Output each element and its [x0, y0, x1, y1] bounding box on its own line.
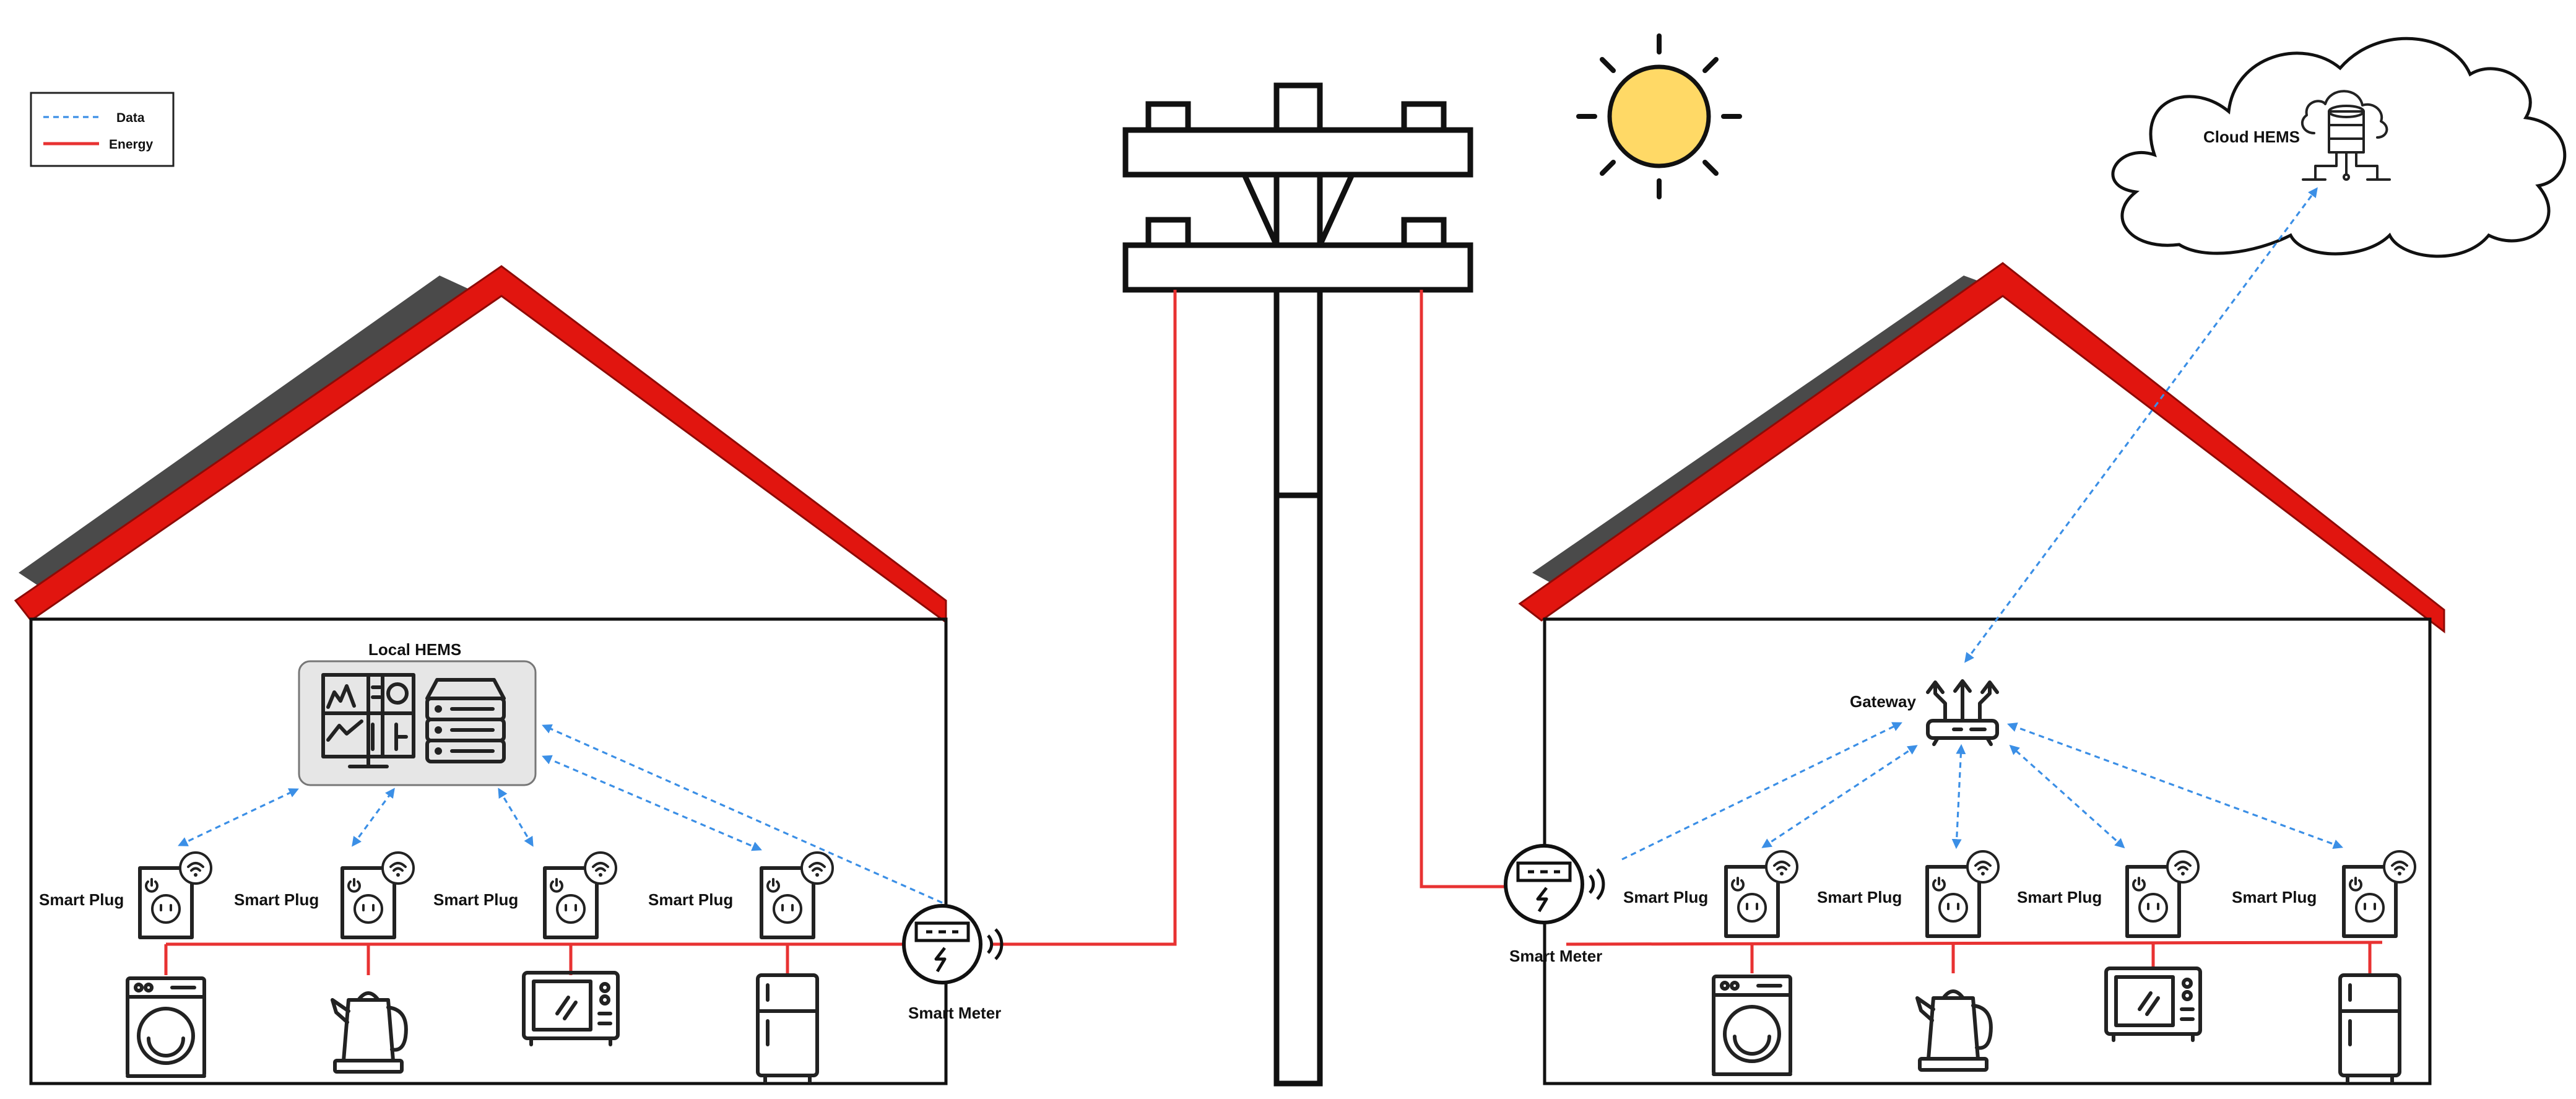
smart-plug	[1925, 850, 2000, 938]
grid-to-right-meter-line	[1420, 290, 1506, 888]
kettle-icon	[331, 991, 408, 1074]
right-data-links	[1621, 187, 2344, 861]
smart-plug-label: Smart Plug	[2017, 888, 2102, 906]
washing-machine-icon	[1712, 975, 1792, 1076]
grid-to-left-meter-line	[991, 290, 1177, 946]
sun-icon	[1576, 33, 1742, 199]
smart-plug-label: Smart Plug	[433, 890, 518, 909]
smart-plug	[138, 851, 212, 939]
right-energy-wiring	[1566, 940, 2383, 973]
left-solar-panel	[19, 276, 471, 593]
utility-pole	[1122, 82, 1473, 1087]
left-roof	[14, 265, 947, 624]
smart-plug-label: Smart Plug	[2232, 888, 2317, 906]
smart-plug	[760, 851, 834, 939]
smart-meter-icon	[1504, 844, 1605, 924]
kettle-icon	[1915, 989, 1993, 1072]
microwave-icon	[522, 971, 620, 1046]
smart-meter-label: Smart Meter	[908, 1004, 1001, 1022]
left-energy-wiring	[164, 942, 907, 975]
smart-meter-label: Smart Meter	[1509, 947, 1602, 965]
cloud-hems: Cloud HEMS	[2111, 37, 2567, 258]
legend-data-label: Data	[116, 111, 145, 125]
smart-meter-icon	[902, 904, 1004, 984]
legend: Data Energy	[30, 92, 175, 167]
smart-plug	[2125, 850, 2200, 938]
cloud-hems-label: Cloud HEMS	[2203, 128, 2300, 146]
washing-machine-icon	[126, 976, 206, 1078]
smart-plug-label: Smart Plug	[234, 890, 319, 909]
microwave-icon	[2104, 967, 2202, 1042]
legend-energy-label: Energy	[109, 137, 154, 152]
cloud-server-icon	[2301, 90, 2391, 181]
gateway-router-icon	[1926, 679, 1999, 746]
smart-plug	[543, 851, 617, 939]
gateway-label: Gateway	[1850, 692, 1916, 711]
left-house: Local HEMS	[14, 265, 1004, 1085]
cloud-shape	[2111, 37, 2567, 258]
smart-plug-label: Smart Plug	[39, 890, 124, 909]
smart-plug	[1724, 850, 1798, 938]
local-hems-label: Local HEMS	[368, 640, 461, 659]
smart-plug-label: Smart Plug	[1623, 888, 1708, 906]
fridge-icon	[756, 973, 819, 1084]
monitor-dashboard-icon	[321, 673, 415, 768]
smart-plug	[340, 851, 415, 939]
fridge-icon	[2338, 973, 2401, 1084]
local-hems-box	[298, 660, 537, 786]
smart-plug	[2342, 850, 2416, 938]
right-roof	[1518, 262, 2445, 634]
right-house: Gateway	[1504, 187, 2445, 1085]
smart-plug-label: Smart Plug	[1817, 888, 1902, 906]
left-data-links	[178, 724, 943, 904]
smart-plug-label: Smart Plug	[648, 890, 733, 909]
server-rack-icon	[425, 678, 506, 763]
left-house-body	[29, 617, 948, 1085]
